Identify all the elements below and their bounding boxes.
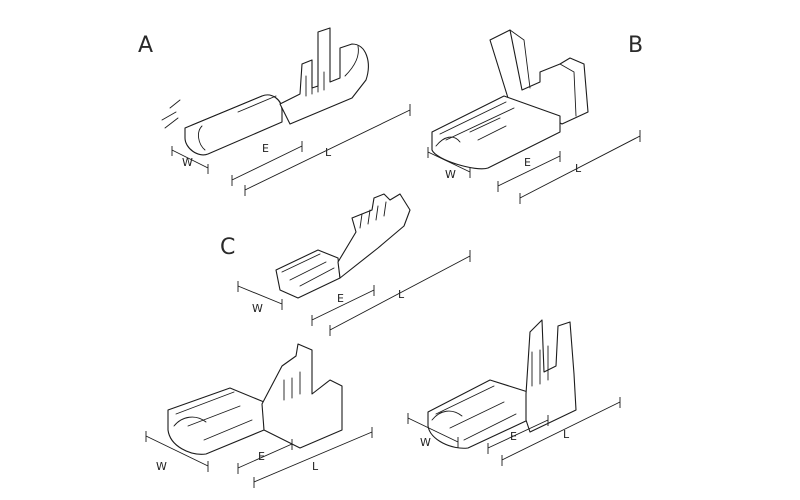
terminal-b-w: W: [445, 168, 456, 181]
terminal-b-width-line: [427, 147, 471, 178]
terminal-a-w: W: [182, 156, 193, 169]
terminal-c-barrel-line: [311, 285, 375, 326]
terminal-d-l: L: [312, 460, 319, 473]
label-c: C: [220, 235, 235, 260]
terminal-c-width-line: [237, 281, 283, 310]
terminal-e-crimp: [525, 319, 577, 433]
terminal-c-e: E: [337, 292, 344, 305]
terminal-d-w: W: [156, 460, 167, 473]
terminal-e-w: W: [420, 436, 431, 449]
terminal-b: B W E L: [427, 29, 643, 204]
terminal-b-barrel-line: [497, 151, 561, 192]
terminal-e-l: L: [563, 428, 570, 441]
terminal-a-l: L: [325, 146, 332, 159]
terminal-d-barrel-line: [237, 439, 293, 474]
terminal-c-crimp: [337, 193, 411, 279]
terminal-e-e: E: [510, 430, 517, 443]
terminal-b-receptacle: [431, 95, 561, 170]
terminal-a-width-line: [171, 146, 209, 174]
terminal-d-crimp: [261, 343, 343, 449]
terminal-a-barrel-line: [231, 141, 303, 186]
terminal-b-l: L: [575, 162, 582, 175]
terminal-a: A W E L: [138, 27, 411, 196]
terminal-c-l: L: [398, 288, 405, 301]
label-b: B: [628, 33, 643, 58]
terminal-a-e: E: [262, 142, 269, 155]
terminal-e: W E L: [407, 319, 621, 466]
terminal-c-receptacle: [275, 249, 341, 299]
label-a: A: [138, 33, 153, 58]
terminal-d: W E L: [145, 343, 373, 488]
terminal-a-length-line: [244, 104, 411, 196]
terminal-c: C W E L: [220, 193, 471, 336]
terminal-b-length-line: [519, 130, 641, 204]
terminal-c-length-line: [329, 250, 471, 336]
terminal-e-barrel-line: [487, 415, 549, 454]
terminal-e-width-line: [407, 413, 459, 448]
terminal-e-length-line: [501, 397, 621, 466]
terminal-a-receptacle: [184, 94, 283, 156]
terminal-d-width-line: [145, 431, 209, 472]
terminal-d-length-line: [253, 427, 373, 488]
terminal-c-w: W: [252, 302, 263, 315]
terminal-b-e: E: [524, 156, 531, 169]
terminal-d-e: E: [258, 450, 265, 463]
